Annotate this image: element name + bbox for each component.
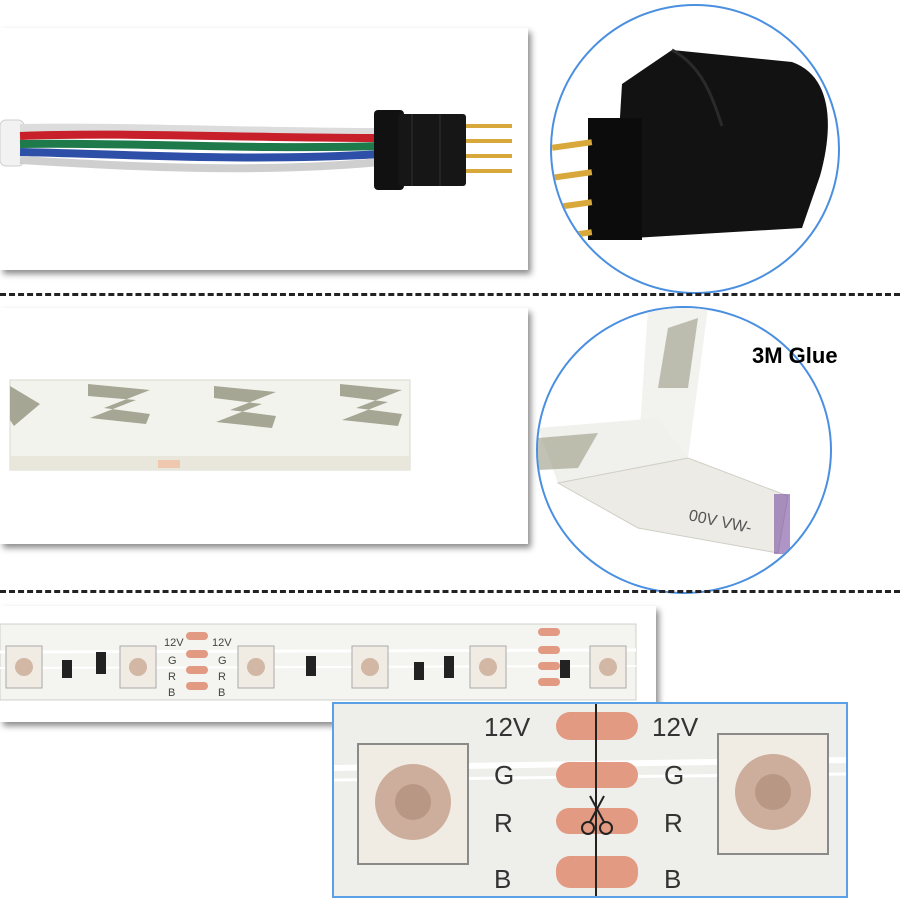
strip-label-g-b: G	[218, 655, 227, 667]
dashed-divider-1	[0, 293, 900, 296]
zoom-label-b-left: B	[494, 864, 511, 894]
strip-label-12v-a: 12V	[164, 637, 184, 649]
led-strip-panel: 12V G R B 12V G R B	[0, 606, 656, 722]
strip-label-r-b: R	[218, 671, 226, 683]
tape-zoom-circle: 00V VW-	[536, 306, 832, 594]
zoom-label-g-right: G	[664, 760, 684, 790]
scissors-icon	[581, 795, 613, 835]
strip-label-b-b: B	[218, 687, 225, 699]
zoom-label-12v-right: 12V	[652, 712, 699, 742]
zoom-label-b-right: B	[664, 864, 681, 894]
strip-closeup-image: 12V G R B 12V G R B	[334, 704, 846, 896]
dashed-divider-2	[0, 590, 900, 593]
glue-label: 3M Glue	[752, 343, 838, 368]
tape-peel-closeup-image: 00V VW-	[538, 308, 790, 554]
rgb-connector-cable-image	[0, 110, 512, 190]
tape-backing-image	[9, 379, 411, 471]
zoom-label-g-left: G	[494, 760, 514, 790]
connector-zoom-circle	[550, 4, 840, 294]
strip-zoom-box: 12V G R B 12V G R B	[332, 702, 848, 898]
strip-label-b-a: B	[168, 687, 175, 699]
tape-panel	[0, 308, 528, 544]
strip-label-g-a: G	[168, 655, 177, 667]
strip-label-r-a: R	[168, 671, 176, 683]
connector-closeup-image	[552, 48, 828, 241]
zoom-label-r-left: R	[494, 808, 513, 838]
strip-label-12v-b: 12V	[212, 637, 232, 649]
zoom-label-r-right: R	[664, 808, 683, 838]
zoom-label-12v-left: 12V	[484, 712, 531, 742]
connector-panel	[0, 28, 528, 270]
led-strip-image: 12V G R B 12V G R B	[0, 623, 637, 701]
